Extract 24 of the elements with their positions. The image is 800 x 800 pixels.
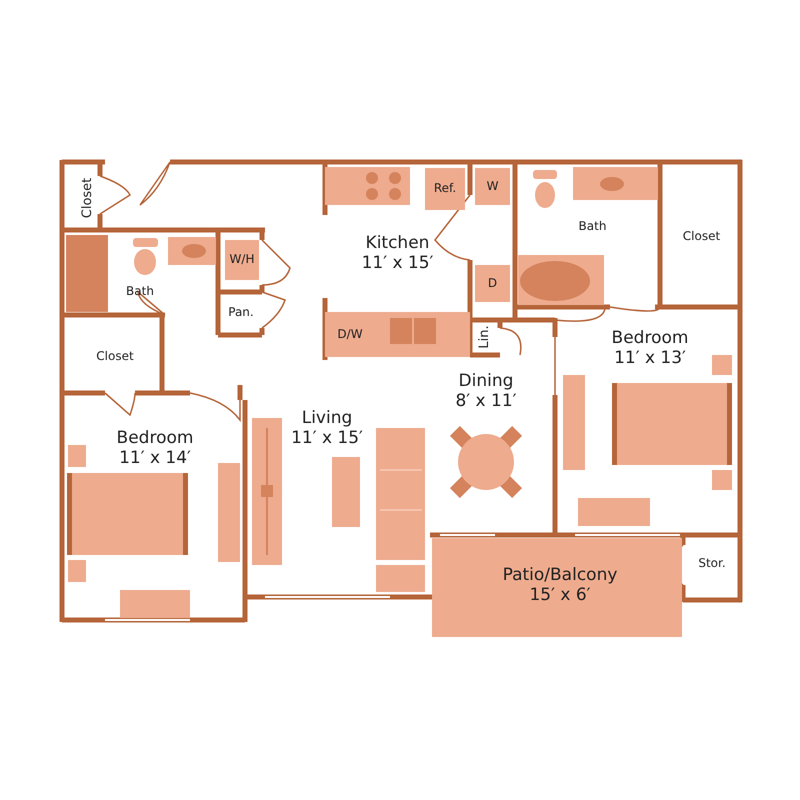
room-dimensions: 11′ x 15′: [291, 429, 363, 449]
room-label: Closet: [665, 225, 738, 249]
room-label: Pan.: [222, 298, 260, 328]
appliance-box: Ref.: [425, 168, 465, 210]
appliance-box: W: [475, 168, 510, 205]
room-name: Patio/Balcony: [502, 566, 618, 586]
appliance-label: D/W: [330, 320, 370, 350]
room-label: Bath: [565, 215, 620, 239]
room-label: Closet: [75, 345, 155, 369]
room-name: Living: [302, 409, 352, 429]
room-dimensions: 8′ x 11′: [455, 392, 517, 412]
appliance-box: D: [475, 265, 510, 302]
room-dimensions: 11′ x 15′: [362, 254, 434, 274]
room-label: Lin.: [470, 324, 500, 350]
room-name: Kitchen: [366, 234, 430, 254]
room-dimensions: 11′ x 14′: [119, 449, 191, 469]
room-name: Bedroom: [612, 329, 688, 349]
room-dimensions: 15′ x 6′: [529, 586, 591, 606]
room-name: Dining: [458, 372, 514, 392]
appliance-box: W/H: [225, 240, 259, 280]
room-label: Bath: [115, 280, 165, 304]
room-label: Stor.: [686, 550, 738, 578]
room-dimensions: 11′ x 13′: [614, 349, 686, 369]
room-name: Bedroom: [116, 429, 194, 449]
